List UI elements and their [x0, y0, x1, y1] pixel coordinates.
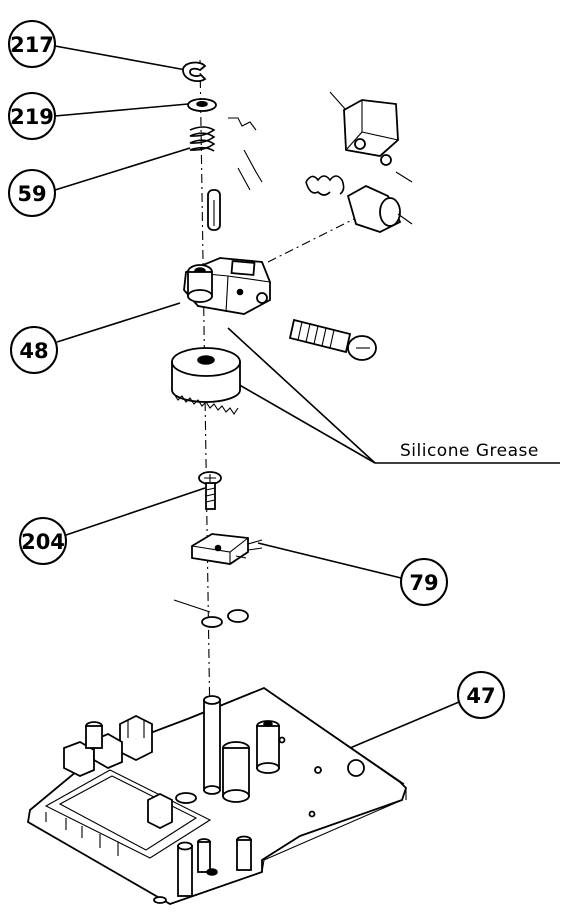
svg-text:204: 204 — [21, 530, 65, 554]
svg-text:217: 217 — [10, 33, 54, 57]
callout-219: 219 — [8, 92, 56, 140]
svg-text:Silicone Grease: Silicone Grease — [400, 441, 539, 461]
callout-217: 217 — [8, 20, 56, 68]
bracket-outline — [228, 117, 263, 191]
leader-59 — [54, 147, 191, 191]
leader-217 — [54, 45, 187, 71]
leader-204 — [65, 487, 206, 536]
washer-part — [187, 98, 217, 112]
leader-219 — [54, 103, 189, 117]
svg-text:48: 48 — [19, 339, 48, 363]
svg-text:79: 79 — [409, 571, 438, 595]
knurled-gear-part — [171, 347, 241, 415]
adjusting-screw-part — [288, 318, 377, 361]
svg-text:219: 219 — [10, 105, 54, 129]
spring-part — [189, 126, 216, 152]
side-spring-part — [305, 175, 345, 196]
holder-block-part — [183, 215, 361, 315]
leader-47 — [349, 701, 460, 749]
pin-part — [207, 189, 221, 231]
svg-text:59: 59 — [17, 182, 46, 206]
silicone-grease-note: Silicone Grease — [227, 327, 560, 464]
callout-59: 59 — [8, 169, 56, 217]
callout-79: 79 — [400, 558, 448, 606]
e-ring-part — [182, 61, 207, 83]
screw-part — [198, 471, 222, 510]
callout-47: 47 — [457, 671, 505, 719]
callout-48: 48 — [10, 326, 58, 374]
leader-79 — [257, 542, 402, 579]
clamp-part — [329, 91, 413, 183]
callout-204: 204 — [19, 517, 67, 565]
knob-part — [346, 184, 413, 233]
clip-part — [173, 599, 249, 628]
base-plate-part — [27, 686, 408, 905]
svg-text:47: 47 — [466, 684, 495, 708]
switch-block-part — [191, 533, 263, 565]
leader-48 — [56, 302, 181, 343]
